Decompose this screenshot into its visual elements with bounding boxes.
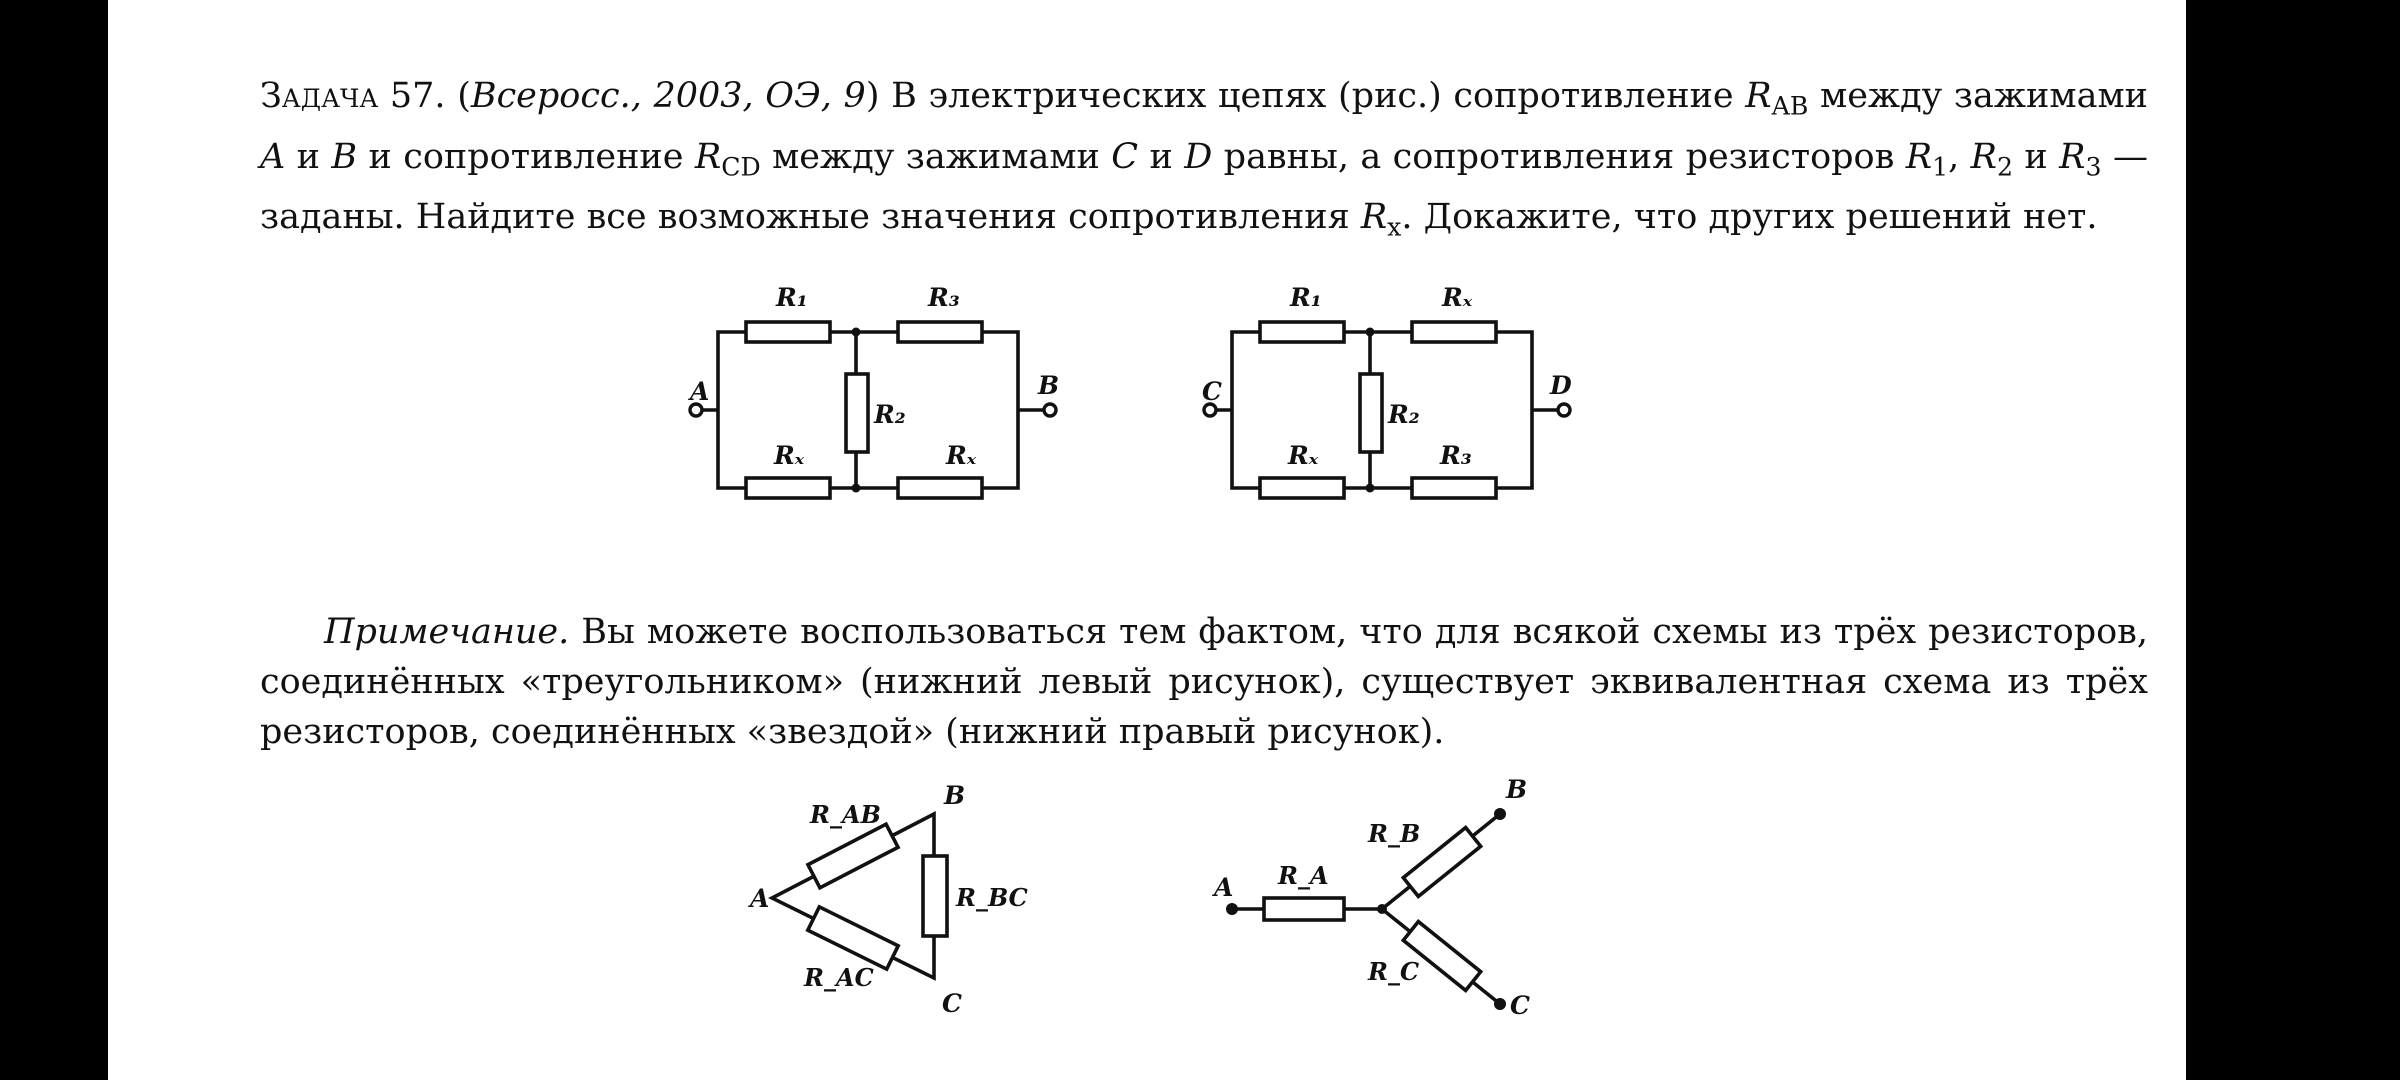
terminal-c — [1202, 402, 1218, 418]
label-r-b: R_B — [1367, 819, 1420, 848]
math-b: B — [331, 136, 358, 177]
resistor-r2 — [844, 372, 870, 454]
math-r2: R2 — [1970, 136, 2014, 182]
resistor-r-ac — [805, 904, 901, 972]
label-r-ab: R_AB — [809, 800, 881, 829]
star-circuit: A B C R_A R_B R_C — [1212, 775, 1530, 1018]
text-run: , — [1948, 136, 1971, 177]
node-label-a: A — [1212, 873, 1233, 902]
node-label-c: C — [1510, 991, 1530, 1018]
math-r1: R1 — [1905, 136, 1949, 182]
label-r2: R₂ — [1387, 400, 1420, 429]
terminal-a — [688, 402, 704, 418]
terminal-a — [1226, 903, 1238, 915]
terminal-d — [1556, 402, 1572, 418]
resistor-r-ab — [805, 821, 901, 891]
label-r-a: R_A — [1277, 861, 1329, 890]
text-run: . Докажите, что других решений нет. — [1401, 197, 2098, 238]
problem-source: Всеросс., 2003, ОЭ, 9 — [470, 76, 866, 116]
resistor-r-c — [1400, 919, 1484, 993]
math-c: C — [1111, 136, 1139, 177]
junction-dot — [851, 483, 861, 493]
label-r3: R₃ — [927, 283, 960, 312]
resistor-r3 — [896, 320, 984, 344]
resistor-r3 — [1410, 476, 1498, 500]
text-run: и — [1138, 136, 1185, 177]
node-label-a: A — [688, 377, 709, 406]
note-paragraph: Примечание. Вы можете воспользоваться те… — [260, 607, 2148, 757]
junction-dot — [851, 327, 861, 337]
math-rx: Rx — [1360, 197, 1402, 242]
node-label-b: B — [1037, 371, 1059, 400]
terminal-b — [1494, 808, 1506, 820]
label-r2: R₂ — [873, 400, 906, 429]
resistor-r1 — [744, 320, 832, 344]
junction-dot — [1365, 483, 1375, 493]
node-label-c: C — [942, 989, 962, 1018]
circuit-ab: A B R₁ R₃ R₂ Rₓ Rₓ — [688, 283, 1059, 500]
label-r1: R₁ — [775, 283, 808, 312]
label-rx-left: Rₓ — [773, 441, 805, 470]
circuit-cd: C D R₁ Rₓ R₂ Rₓ R₃ — [1202, 283, 1572, 500]
resistor-r1 — [1258, 320, 1346, 344]
note-label: Примечание. — [324, 612, 570, 652]
terminal-b — [1042, 402, 1058, 418]
resistor-r-bc — [921, 854, 949, 938]
label-r-c: R_C — [1367, 957, 1419, 986]
text-run: и сопротивление — [357, 136, 695, 177]
junction-dot — [1365, 327, 1375, 337]
resistor-rx-left — [744, 476, 832, 500]
text-run: и — [2013, 136, 2060, 177]
label-r1: R₁ — [1289, 283, 1322, 312]
node-label-b: B — [1505, 775, 1527, 804]
math-r-ab: RAB — [1745, 76, 1809, 121]
label-rx-bottom: Rₓ — [1287, 441, 1319, 470]
resistor-rx-right — [896, 476, 984, 500]
text-run: между зажимами — [760, 136, 1112, 177]
math-a: A — [260, 136, 286, 177]
node-label-b: B — [943, 781, 965, 810]
node-label-c: C — [1202, 377, 1222, 406]
math-d: D — [1184, 136, 1213, 177]
resistor-rx-top — [1410, 320, 1498, 344]
text-run: В электрических цепях (рис.) сопротивлен… — [879, 76, 1746, 116]
label-rx-right: Rₓ — [945, 441, 977, 470]
problem-label: Задача 57. — [260, 76, 446, 116]
delta-circuit: A B C R_AB R_AC R_BC — [748, 781, 1028, 1018]
resistor-r2 — [1358, 372, 1384, 454]
label-r-ac: R_AC — [803, 963, 874, 992]
label-r-bc: R_BC — [955, 883, 1028, 912]
resistor-rx-bottom — [1258, 476, 1346, 500]
delta-star-figure: A B C R_AB R_AC R_BC A B C R_A R_B R_C — [748, 775, 1530, 1018]
star-center-dot — [1377, 904, 1387, 914]
problem-statement: Задача 57. (Всеросс., 2003, ОЭ, 9) В эле… — [260, 76, 2149, 242]
resistor-r-a — [1262, 896, 1346, 922]
document-page: Задача 57. (Всеросс., 2003, ОЭ, 9) В эле… — [108, 0, 2186, 1080]
text-run: равны, а сопротивления резисторов — [1212, 136, 1906, 177]
node-label-a: A — [748, 884, 769, 913]
terminal-c — [1494, 998, 1506, 1010]
label-rx-top: Rₓ — [1441, 283, 1473, 312]
resistor-r-b — [1400, 825, 1484, 899]
text-run: — заданы. Найдите все возможные значения… — [260, 136, 2148, 238]
text-run: между зажимами — [1808, 76, 2149, 116]
label-r3: R₃ — [1439, 441, 1472, 470]
text-run: и — [285, 136, 332, 177]
node-label-d: D — [1549, 371, 1572, 400]
circuits-figure: A B R₁ R₃ R₂ Rₓ Rₓ C D R₁ Rₓ R₂ Rₓ R₃ — [688, 283, 1572, 500]
math-r3: R3 — [2059, 136, 2102, 182]
math-r-cd: RCD — [694, 136, 761, 182]
note-text: Вы можете воспользоваться тем фактом, чт… — [260, 612, 2148, 752]
